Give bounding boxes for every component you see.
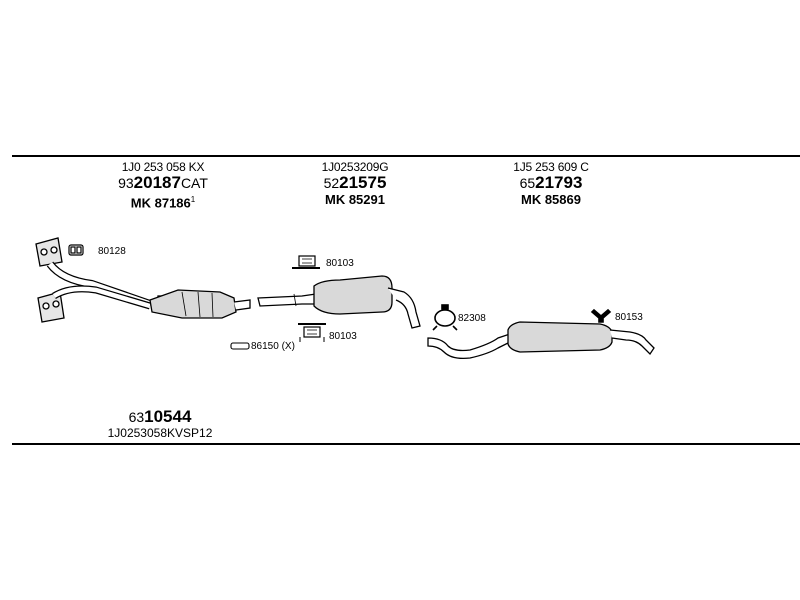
clamp-bottom-label: 80103 [329, 331, 357, 342]
part-mk-number: MK 85291 [325, 192, 385, 207]
pipe-section-icon[interactable] [230, 342, 250, 350]
hanger-label: 82308 [458, 313, 486, 324]
top-divider [12, 155, 800, 157]
part-catalytic-converter[interactable]: 1J0 253 058 KX 9320187CAT MK 871861 [78, 160, 248, 211]
part-oem-number: 1J0253209G [321, 160, 389, 174]
gasket-icon[interactable] [68, 244, 84, 256]
clamp-top-label: 80103 [326, 258, 354, 269]
clamp-icon[interactable] [292, 255, 320, 269]
kit-block[interactable]: 6310544 1J0253058KVSP12 [90, 407, 230, 441]
part-mk-number: MK 85869 [521, 192, 581, 207]
bracket-icon[interactable] [590, 308, 612, 323]
bracket-label: 80153 [615, 312, 643, 323]
part-oem-number: 1J5 253 609 C [513, 160, 589, 174]
gasket-label: 80128 [98, 246, 126, 257]
part-middle-silencer[interactable]: 1J0253209G 5221575 MK 85291 [270, 160, 440, 208]
catalytic-converter-icon[interactable] [35, 237, 251, 323]
hanger-icon[interactable] [432, 304, 458, 331]
part-oem-number: 1J0 253 058 KX [121, 160, 205, 174]
part-number: 6521793 [519, 173, 583, 192]
part-rear-silencer[interactable]: 1J5 253 609 C 6521793 MK 85869 [466, 160, 636, 208]
kit-number: 6310544 [128, 407, 192, 426]
bottom-divider [12, 443, 800, 445]
clamp-icon[interactable] [298, 323, 326, 342]
part-number: 9320187CAT [118, 173, 208, 192]
middle-silencer-icon[interactable] [257, 275, 421, 329]
kit-oem-number: 1J0253058KVSP12 [107, 426, 213, 440]
pipe-label: 86150 (X) [251, 341, 295, 352]
part-number: 5221575 [323, 173, 387, 192]
part-mk-number: MK 871861 [130, 195, 196, 211]
rear-silencer-icon[interactable] [427, 321, 655, 360]
